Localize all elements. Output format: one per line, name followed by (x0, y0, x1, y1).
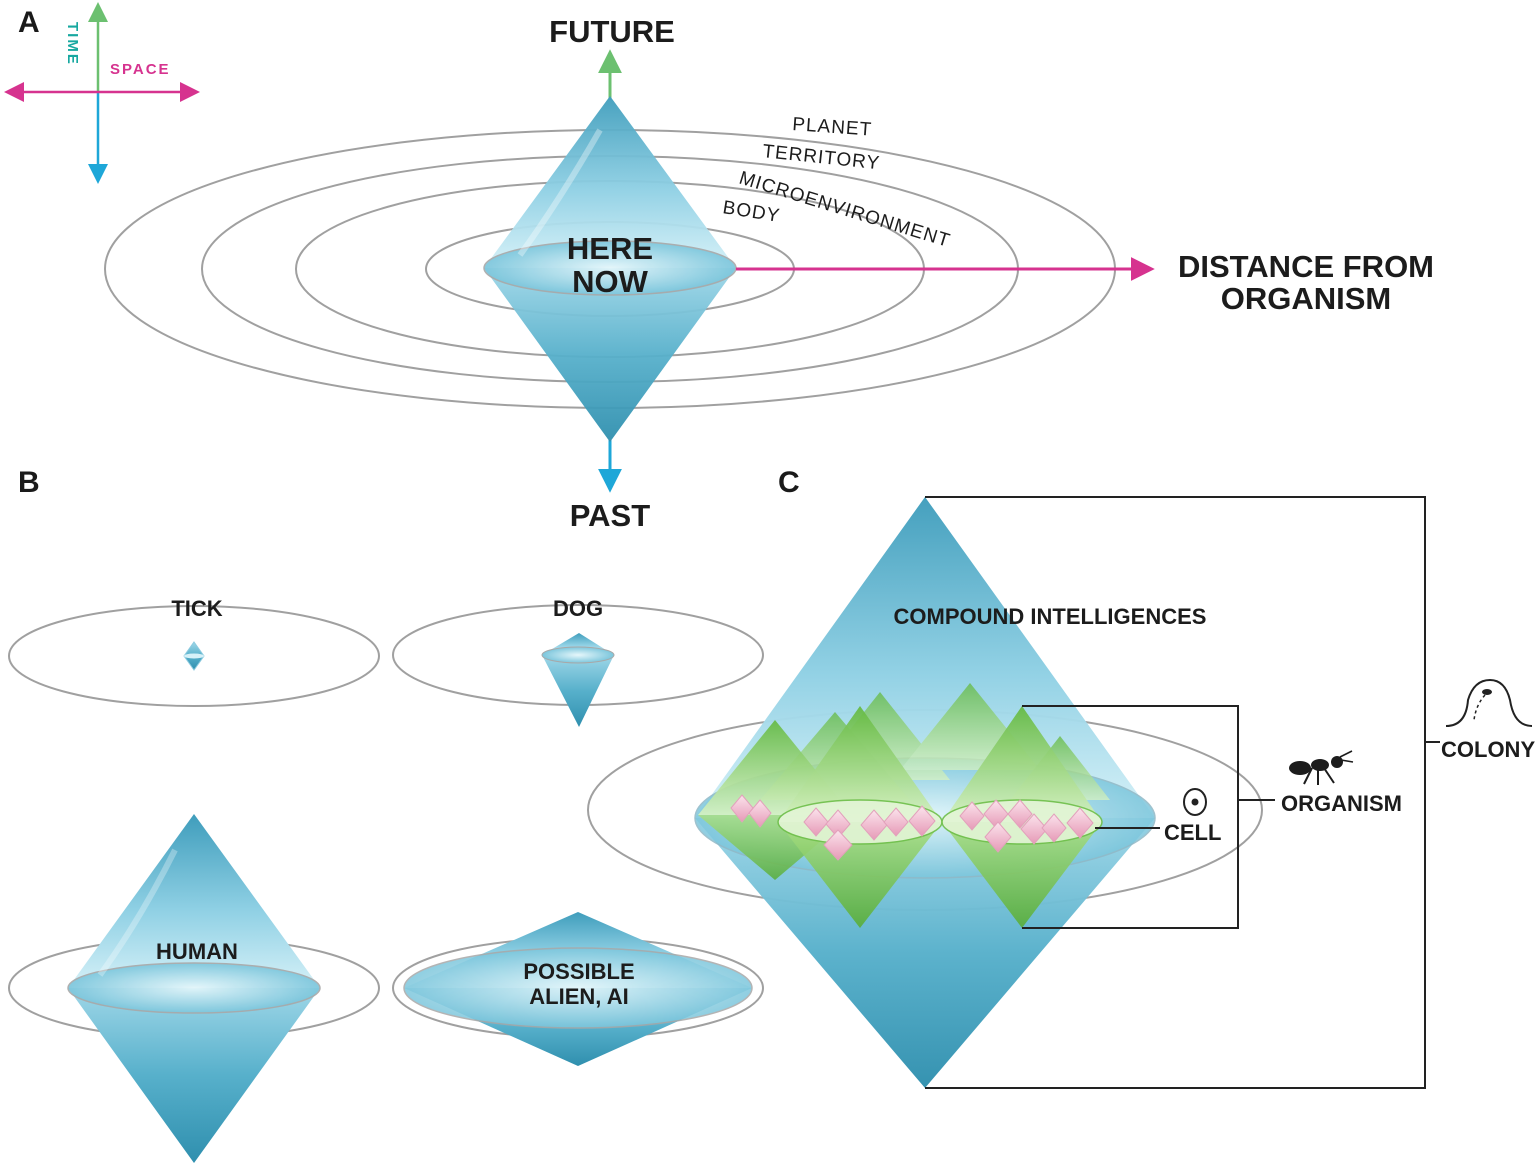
here-label: HERE (567, 231, 653, 266)
colony-mound-icon (1445, 678, 1533, 727)
alien-ai-label-line2: ALIEN, AI (529, 984, 628, 1009)
cell-label: CELL (1164, 820, 1221, 845)
panel-c-letter: C (778, 466, 800, 499)
past-label: PAST (570, 498, 650, 533)
colony-label: COLONY (1441, 737, 1535, 762)
compound-intelligences-label: COMPOUND INTELLIGENCES (894, 604, 1207, 629)
ant-icon (1289, 750, 1354, 785)
distance-label-line2: ORGANISM (1221, 281, 1392, 316)
ring-label-body: BODY (721, 197, 781, 227)
time-axis-label: TIME (64, 22, 81, 66)
organism-cones (698, 683, 1110, 928)
tick-cone (8, 605, 380, 707)
dog-cone (392, 604, 764, 727)
distance-label-line1: DISTANCE FROM (1178, 249, 1434, 284)
panel-b-letter: B (18, 466, 40, 499)
panel-a-letter: A (18, 6, 40, 39)
dog-label: DOG (553, 596, 603, 621)
alien-ai-cone (392, 912, 764, 1066)
cell-cones (730, 794, 1094, 861)
human-label: HUMAN (156, 939, 238, 964)
here-now-cone (483, 96, 737, 442)
now-label: NOW (572, 264, 649, 299)
cell-icon (1183, 788, 1207, 816)
tick-label: TICK (171, 596, 222, 621)
human-cone (8, 814, 380, 1163)
future-label: FUTURE (549, 14, 675, 49)
ring-label-planet: PLANET (792, 114, 873, 141)
alien-ai-label-line1: POSSIBLE (523, 959, 634, 984)
space-axis-label: SPACE (110, 61, 171, 78)
axis-key: TIME SPACE (4, 2, 200, 184)
organism-label: ORGANISM (1281, 791, 1402, 816)
ring-label-territory: TERRITORY (761, 141, 881, 174)
hierarchy-brackets (925, 496, 1440, 1089)
